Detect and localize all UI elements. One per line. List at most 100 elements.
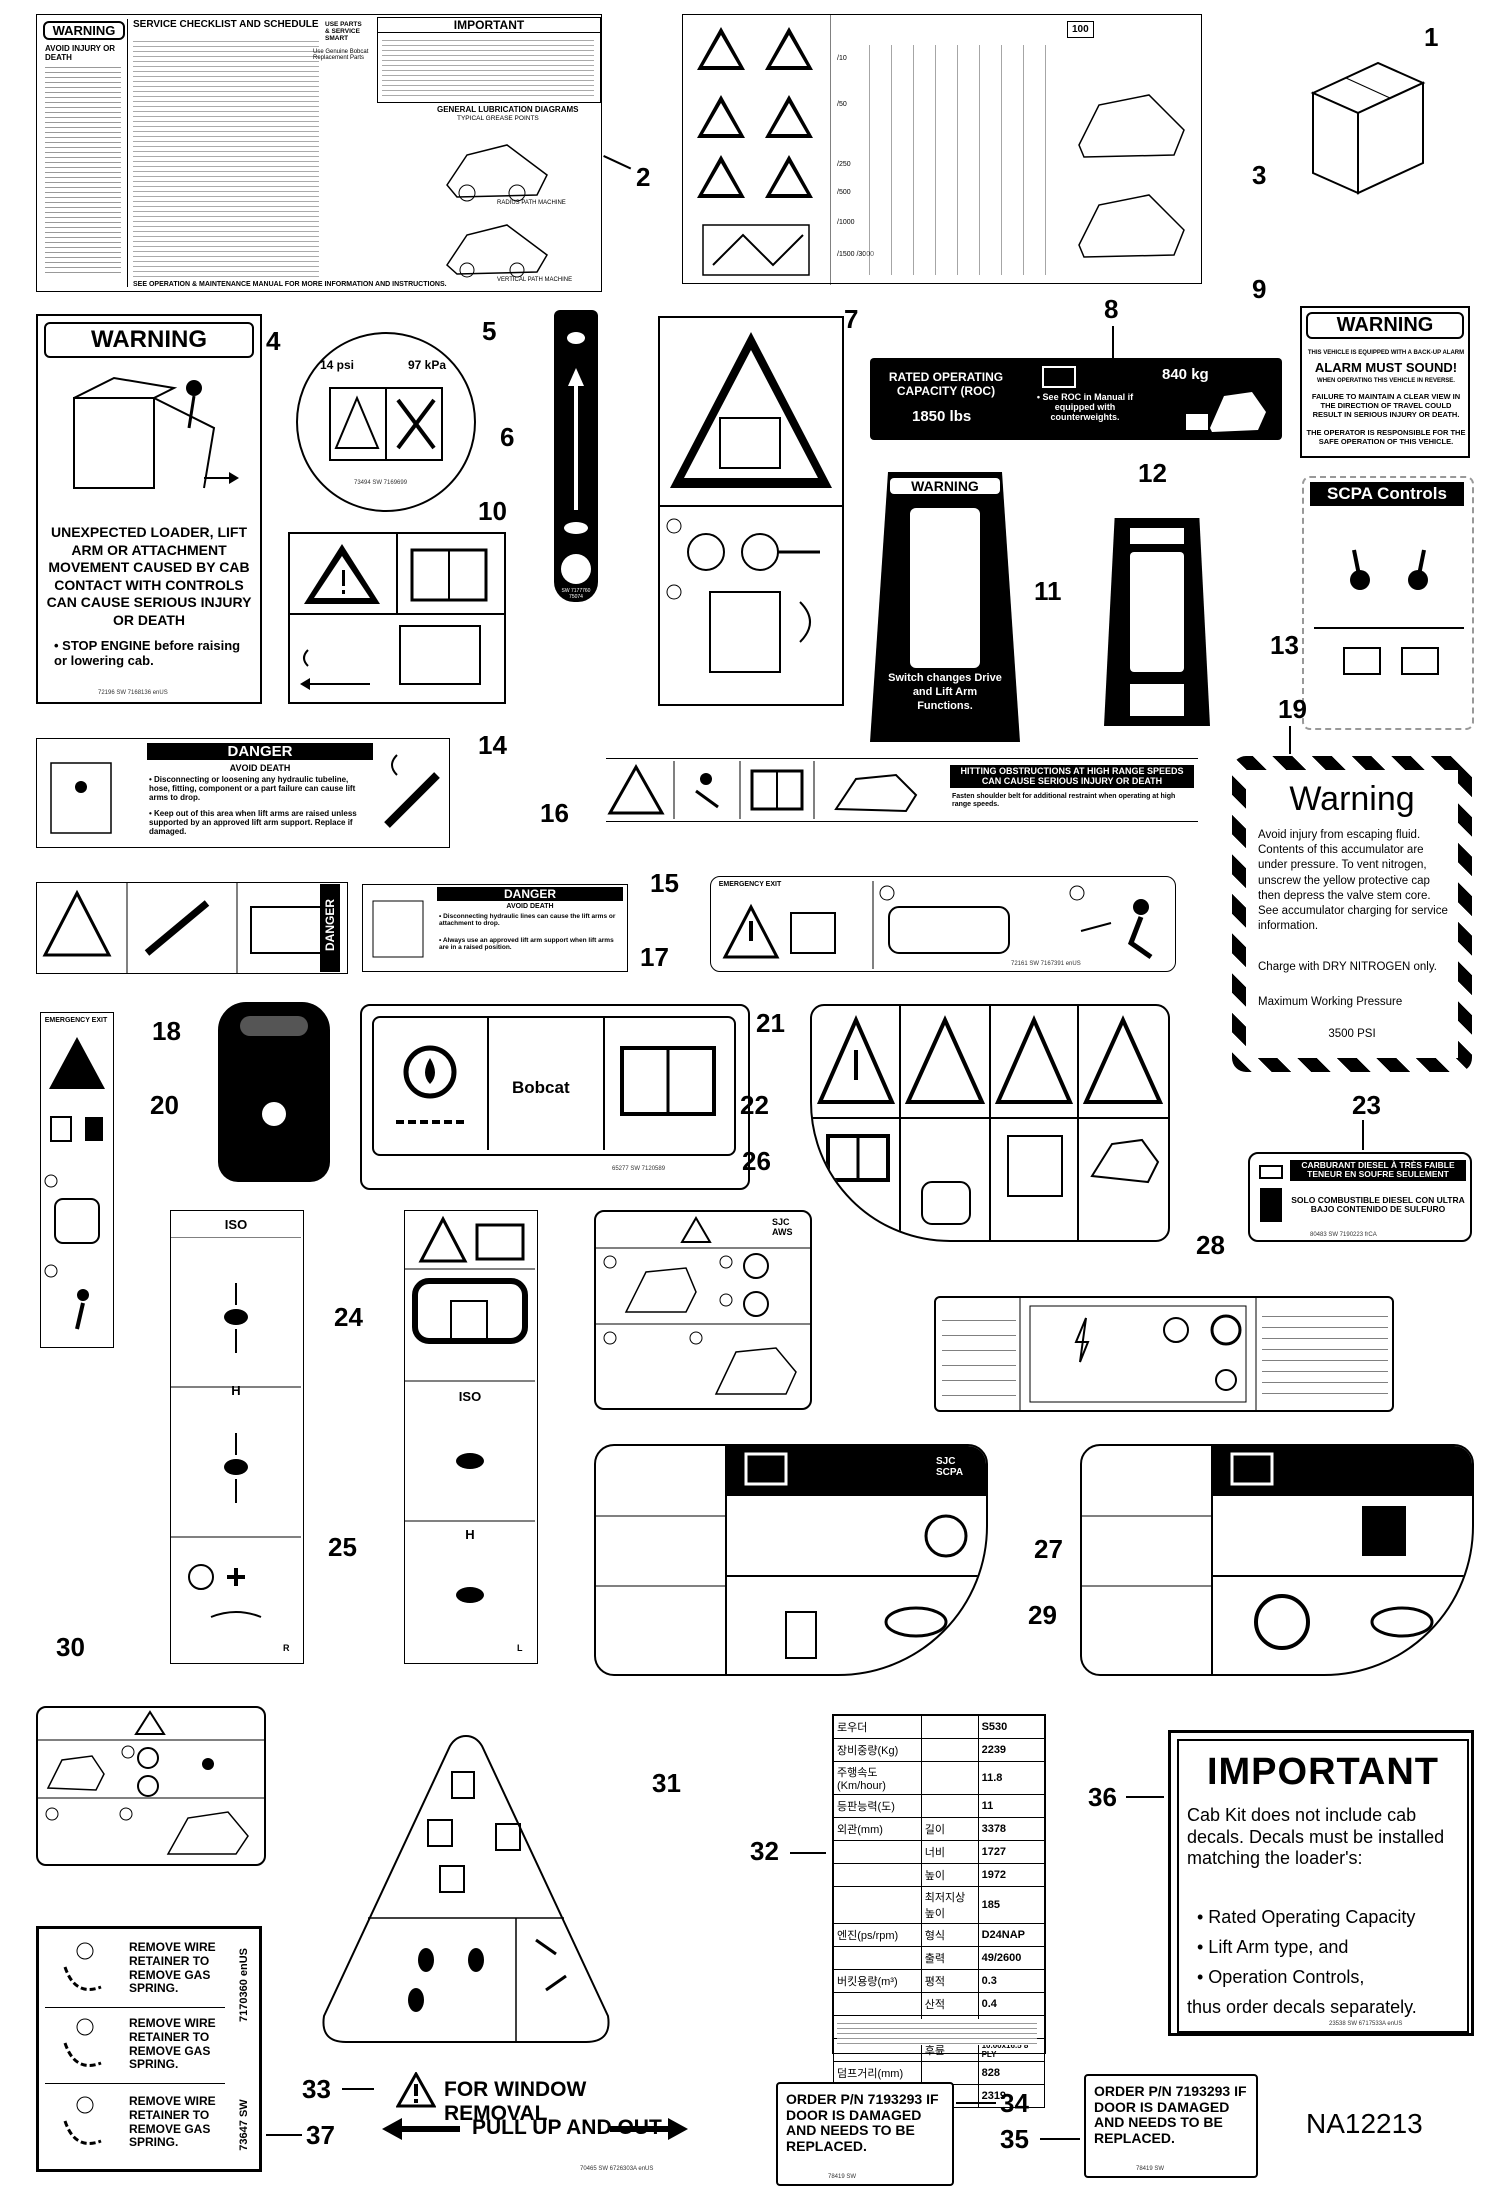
alarm-line-4: FAILURE TO MAINTAIN A CLEAR VIEW IN THE … xyxy=(1311,392,1461,419)
important-title: IMPORTANT xyxy=(1206,1751,1440,1793)
spec-sublabel xyxy=(920,1715,979,1739)
warning-title: WARNING xyxy=(43,21,125,40)
callout-30: 30 xyxy=(56,1632,85,1662)
danger-bullet-2: • Always use an approved lift arm suppor… xyxy=(439,937,614,952)
alarm-line-1: THIS VEHICLE IS EQUIPPED WITH A BACK-UP … xyxy=(1307,350,1465,356)
spec-sublabel xyxy=(920,2061,979,2085)
callout-3: 3 xyxy=(1252,160,1267,190)
decal-20-throttle-plate xyxy=(218,1002,330,1182)
callout-12: 12 xyxy=(1138,458,1167,488)
roc-lbs: 1850 lbs xyxy=(912,408,972,425)
leader-line xyxy=(1040,2138,1080,2140)
warning-triangle-icon xyxy=(396,2072,436,2108)
figure-code: NA12213 xyxy=(1306,2108,1423,2139)
roc-note: • See ROC in Manual if equipped with cou… xyxy=(1036,392,1134,422)
control-pattern-diagram xyxy=(171,1237,301,1618)
decal-3-maintenance-schedule: /10 /50 /250 /500 /1000 /1500 /3000 100 xyxy=(682,14,1202,285)
danger-title: DANGER xyxy=(147,743,373,760)
leader-line xyxy=(266,2134,302,2136)
spec-value: 2319 xyxy=(977,2084,1046,2108)
loader-lube-diagram-2 xyxy=(446,224,548,278)
decal-23-diesel-fuel: CARBURANT DIESEL À TRÈS FAIBLE TENEUR EN… xyxy=(1248,1152,1472,1242)
spec-sublabel xyxy=(920,1738,979,1762)
diesel-text-fr: CARBURANT DIESEL À TRÈS FAIBLE TENEUR EN… xyxy=(1290,1160,1466,1181)
callout-37: 37 xyxy=(306,2120,335,2150)
spec-label: 로우더 xyxy=(833,1715,922,1739)
sjc-scpa-steps xyxy=(596,1446,986,1674)
fuse-relay-diagram xyxy=(1019,1298,1257,1410)
warning-title: WARNING xyxy=(890,478,1000,494)
hour-250: /250 xyxy=(837,161,851,168)
switch-window xyxy=(910,508,980,668)
hour-50: /50 xyxy=(837,101,847,108)
radius-path-label: RADIUS PATH MACHINE xyxy=(497,200,566,206)
exit-icons xyxy=(722,881,1153,969)
warning-title: WARNING xyxy=(1306,312,1464,339)
spec-label: 버킷용량(m³) xyxy=(833,1969,922,1993)
spec-value: 1972 xyxy=(977,1863,1046,1887)
decal-21-bobcat-engine-oil: Bobcat 65277 SW 7120589 xyxy=(360,1004,750,1190)
brand-note: Use Genuine Bobcat Replacement Parts xyxy=(313,49,369,61)
callout-4: 4 xyxy=(266,326,281,356)
decal-22-safety-icon-panel xyxy=(810,1004,1170,1242)
checklist-footer: SEE OPERATION & MAINTENANCE MANUAL FOR M… xyxy=(133,281,447,288)
danger-vertical-band: DANGER xyxy=(320,884,340,972)
decal-37-gas-spring: 7170360 enUS 73647 SW REMOVE WIRE RETAIN… xyxy=(36,1926,262,2172)
decal-1-package-box xyxy=(1310,61,1426,195)
alarm-line-2: ALARM MUST SOUND! xyxy=(1314,360,1458,375)
callout-31: 31 xyxy=(652,1768,681,1798)
callout-28: 28 xyxy=(1196,1230,1225,1260)
scpa-title: SCPA Controls xyxy=(1310,482,1464,506)
callout-20: 20 xyxy=(150,1090,179,1120)
important-title: IMPORTANT xyxy=(378,18,600,33)
decal-33-window-removal: FOR WINDOW REMOVAL PULL UP AND OUT 70465… xyxy=(380,2070,694,2180)
callout-11: 11 xyxy=(1034,576,1062,606)
spec-value: 11.8 xyxy=(977,1761,1046,1795)
hazard-icons-column xyxy=(697,15,831,285)
decal-30-startup-steps xyxy=(36,1706,266,1866)
decal-15-danger-strip xyxy=(36,882,348,974)
level-value: 100 xyxy=(1067,21,1094,38)
gas-spring-vertical-sw: 73647 SW xyxy=(238,2099,250,2151)
callout-2: 2 xyxy=(636,162,651,192)
spec-row: 주행속도(Km/hour) 11.8 xyxy=(833,1761,1046,1795)
important-bullet-3: • Operation Controls, xyxy=(1197,1967,1365,1987)
callout-19: 19 xyxy=(1278,694,1307,724)
decal-code: 72196 SW 7168136 enUS xyxy=(98,690,168,696)
manual-reverse-icons xyxy=(290,534,504,690)
spec-sublabel: 산적 xyxy=(920,1992,979,2016)
crush-warning-triangle-icon xyxy=(660,332,842,507)
sjc-scpa-title: SJC SCPA xyxy=(936,1456,964,1478)
decal-29-control-panel xyxy=(1080,1444,1474,1676)
spec-value: 0.3 xyxy=(977,1969,1046,1993)
callout-14: 14 xyxy=(478,730,507,760)
decal-10-manual-warning xyxy=(288,532,506,704)
brand-line-2: & SERVICE xyxy=(325,28,360,36)
wire-retainer-icon xyxy=(63,2096,102,2145)
spec-label: 장비중량(Kg) xyxy=(833,1738,922,1762)
spec-row: 덤프거리(mm)828 xyxy=(833,2061,1046,2085)
danger-bullet-1: • Disconnecting hydraulic lines can caus… xyxy=(439,913,616,928)
spec-label: 등판능력(도) xyxy=(833,1794,922,1818)
decal-6-speed-control: SW 7177760 75074 xyxy=(554,310,598,602)
spec-label: 덤프거리(mm) xyxy=(833,2061,922,2085)
spec-label xyxy=(833,1946,922,1970)
decal-5-pressure-warning: 14 psi 97 kPa 73494 SW 7169699 xyxy=(296,332,476,512)
fuse-list-right xyxy=(1262,1306,1388,1402)
decal-26-sjc-aws: SJC AWS xyxy=(594,1210,812,1410)
iso-label: ISO xyxy=(458,1389,482,1404)
callout-15: 15 xyxy=(650,868,679,898)
danger-subtitle: AVOID DEATH xyxy=(506,903,554,910)
accumulator-body: Avoid injury from escaping fluid. Conten… xyxy=(1258,829,1448,933)
decal-code: 70465 SW 6726303A enUS xyxy=(580,2166,654,2172)
callout-5: 5 xyxy=(482,316,497,346)
spec-footnote-block xyxy=(837,2019,1037,2045)
spec-value: 185 xyxy=(977,1886,1046,1924)
maintenance-icon-grid xyxy=(865,45,1055,275)
control-pattern-triangle xyxy=(322,1734,610,2043)
hour-10: /10 xyxy=(837,55,847,62)
spec-label: 주행속도(Km/hour) xyxy=(833,1761,922,1795)
important-bullet-1: • Rated Operating Capacity xyxy=(1197,1907,1416,1927)
